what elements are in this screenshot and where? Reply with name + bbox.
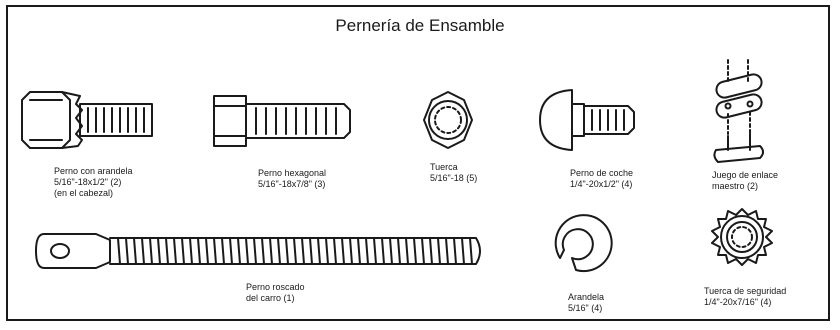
- panel-title: Pernería de Ensamble: [335, 16, 505, 35]
- lock-nut-icon: [711, 208, 773, 266]
- hardware-panel-border: [6, 5, 830, 321]
- master-link-name: Juego de enlace: [712, 170, 779, 180]
- carriage-bolt-label: Perno de coche 1/4"-20x1/2" (4): [570, 168, 633, 190]
- flange-bolt-spec: 5/16"-18x1/2" (2): [54, 177, 122, 187]
- threaded-rod-spec: del carro (1): [246, 293, 295, 303]
- carriage-bolt-name: Perno de coche: [570, 168, 634, 178]
- flange-bolt-name: Perno con arandela: [54, 166, 133, 176]
- flange-bolt-icon: [21, 91, 153, 149]
- carriage-bolt-spec: 1/4"-20x1/2" (4): [570, 179, 633, 189]
- hex-bolt-label: Perno hexagonal 5/16"-18x7/8" (3): [258, 168, 326, 190]
- hex-bolt-spec: 5/16"-18x7/8" (3): [258, 179, 326, 189]
- nut-icon: [423, 91, 473, 149]
- master-link-icon: [713, 59, 764, 163]
- carriage-bolt-icon: [539, 89, 635, 151]
- washer-name: Arandela: [568, 292, 605, 302]
- hex-bolt-icon: [213, 95, 351, 147]
- master-link-spec: maestro (2): [712, 181, 759, 191]
- flange-bolt-note: (en el cabezal): [54, 188, 114, 198]
- nut-spec: 5/16"-18 (5): [430, 173, 478, 183]
- threaded-rod-name: Perno roscado: [246, 282, 305, 292]
- lock-nut-spec: 1/4"-20x7/16" (4): [704, 297, 772, 307]
- washer-label: Arandela 5/16" (4): [568, 292, 604, 314]
- hex-bolt-name: Perno hexagonal: [258, 168, 327, 178]
- lock-nut-name: Tuerca de seguridad: [704, 286, 787, 296]
- threaded-rod-label: Perno roscado del carro (1): [246, 282, 305, 304]
- threaded-rod-icon: [35, 233, 481, 269]
- nut-label: Tuerca 5/16"-18 (5): [430, 162, 477, 184]
- master-link-label: Juego de enlace maestro (2): [712, 170, 778, 192]
- washer-spec: 5/16" (4): [568, 303, 603, 313]
- washer-icon: [554, 214, 613, 273]
- nut-name: Tuerca: [430, 162, 458, 172]
- flange-bolt-label: Perno con arandela 5/16"-18x1/2" (2) (en…: [54, 166, 133, 199]
- lock-nut-label: Tuerca de seguridad 1/4"-20x7/16" (4): [704, 286, 786, 308]
